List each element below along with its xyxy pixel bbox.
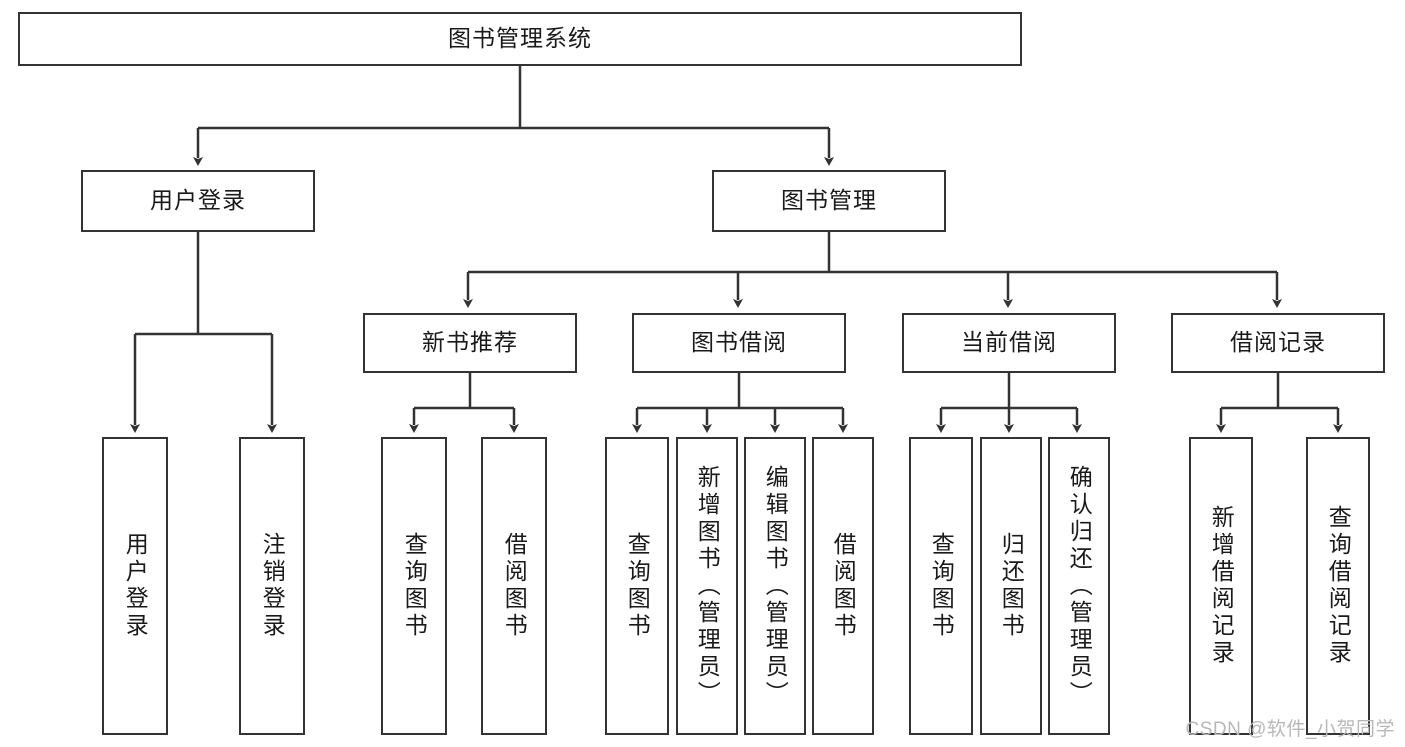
node-label: 当前借阅: [961, 329, 1057, 356]
leaf-query-book-3[interactable]: 查询图书: [909, 437, 973, 735]
leaf-query-book-1[interactable]: 查询图书: [381, 437, 447, 735]
leaf-return-book[interactable]: 归还图书: [980, 437, 1042, 735]
leaf-logout-login[interactable]: 注销登录: [239, 437, 305, 735]
node-label: 确认归还（管理员）: [1066, 464, 1093, 708]
csdn-watermark: CSDN @软件_小贺同学: [1185, 719, 1395, 740]
node-label: 图书借阅: [691, 329, 787, 356]
leaf-query-book-2[interactable]: 查询图书: [605, 437, 669, 735]
leaf-borrow-book-1[interactable]: 借阅图书: [481, 437, 547, 735]
node-label: 新增图书（管理员）: [694, 464, 721, 708]
node-current-borrow[interactable]: 当前借阅: [902, 313, 1116, 373]
node-user-login[interactable]: 用户登录: [81, 170, 315, 232]
node-label: 借阅图书: [501, 532, 528, 640]
leaf-borrow-book-2[interactable]: 借阅图书: [812, 437, 874, 735]
node-new-book-recommend[interactable]: 新书推荐: [363, 313, 577, 373]
node-book-management[interactable]: 图书管理: [712, 170, 946, 232]
node-label: 新书推荐: [422, 329, 518, 356]
node-label: 查询图书: [401, 532, 428, 640]
node-borrow-record[interactable]: 借阅记录: [1171, 313, 1385, 373]
node-label: 图书管理系统: [448, 25, 592, 52]
leaf-edit-book-admin[interactable]: 编辑图书（管理员）: [744, 437, 806, 735]
node-label: 图书管理: [781, 187, 877, 214]
node-book-borrow[interactable]: 图书借阅: [632, 313, 846, 373]
node-label: 编辑图书（管理员）: [762, 464, 789, 708]
node-label: 查询图书: [624, 532, 651, 640]
leaf-confirm-return-admin[interactable]: 确认归还（管理员）: [1048, 437, 1110, 735]
leaf-user-login[interactable]: 用户登录: [102, 437, 168, 735]
node-label: 查询图书: [928, 532, 955, 640]
node-label: 新增借阅记录: [1208, 505, 1235, 667]
node-label: 用户登录: [122, 532, 149, 640]
node-label: 借阅图书: [830, 532, 857, 640]
node-label: 注销登录: [259, 532, 286, 640]
node-root-system[interactable]: 图书管理系统: [18, 12, 1022, 66]
node-label: 查询借阅记录: [1325, 505, 1352, 667]
node-label: 用户登录: [150, 187, 246, 214]
leaf-query-borrow-record[interactable]: 查询借阅记录: [1306, 437, 1370, 735]
node-label: 借阅记录: [1230, 329, 1326, 356]
node-label: 归还图书: [998, 532, 1025, 640]
leaf-add-borrow-record[interactable]: 新增借阅记录: [1189, 437, 1253, 735]
leaf-add-book-admin[interactable]: 新增图书（管理员）: [676, 437, 738, 735]
